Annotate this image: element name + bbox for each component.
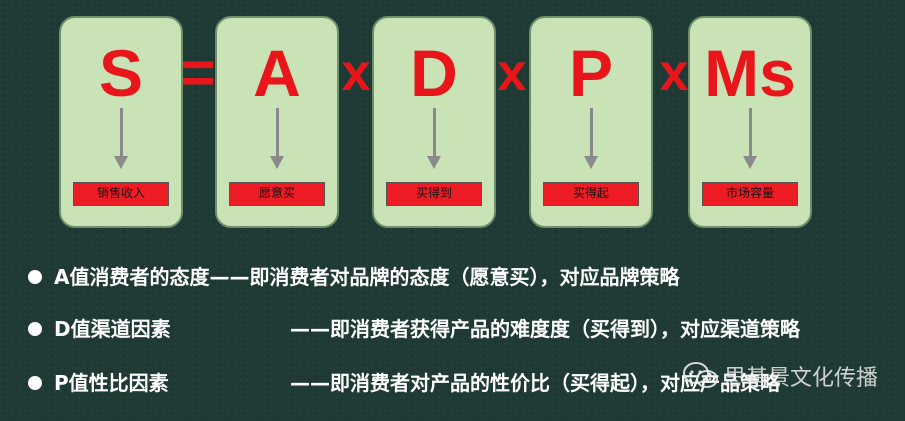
operator-multiply-3: x (659, 44, 689, 102)
arrow-head-ms (743, 156, 757, 169)
watermark: 思基景文化传播 (682, 356, 878, 396)
term-letter-ms: Ms (704, 36, 796, 110)
term-label-p: 买得起 (543, 182, 639, 206)
term-letter-d: D (410, 36, 458, 110)
bullet-dot-icon (28, 269, 42, 284)
bullet-d: D值渠道因素 ——即消费者获得产品的难度度（买得到），对应渠道策略 (28, 314, 898, 344)
term-label-d: 买得到 (386, 182, 482, 206)
arrow-head-s (114, 156, 128, 169)
bullet-label-d: D值渠道因素 (54, 317, 171, 341)
bullet-a: A值消费者的态度——即消费者对品牌的态度（愿意买），对应品牌策略 (28, 262, 898, 292)
term-label-ms: 市场容量 (702, 182, 798, 206)
term-label-a: 愿意买 (229, 182, 325, 206)
bullet-dot-icon (28, 375, 42, 390)
card-a: A 愿意买 (215, 16, 339, 228)
card-s: S 销售收入 (59, 16, 183, 228)
arrow-head-p (584, 156, 598, 169)
term-letter-a: A (253, 36, 301, 110)
arrow-head-a (270, 156, 284, 169)
bullet-label-p: P值性比因素 (54, 371, 169, 395)
down-arrow-a (275, 108, 279, 158)
card-d: D 买得到 (372, 16, 496, 228)
bullet-dot-icon (28, 321, 42, 336)
wechat-icon (683, 362, 718, 388)
bullet-label-a: A值消费者的态度 (54, 265, 210, 289)
term-label-s: 销售收入 (73, 182, 169, 206)
bullet-desc-a: ——即消费者对品牌的态度（愿意买），对应品牌策略 (209, 265, 680, 289)
watermark-text: 思基景文化传播 (724, 366, 879, 391)
term-letter-p: P (568, 36, 614, 110)
down-arrow-d (432, 108, 436, 158)
operator-multiply-2: x (497, 44, 527, 102)
down-arrow-ms (748, 108, 752, 158)
down-arrow-p (589, 108, 593, 158)
card-ms: Ms 市场容量 (688, 16, 812, 228)
term-letter-s: S (98, 36, 144, 110)
operator-multiply-1: x (341, 44, 371, 102)
bullet-desc-d: ——即消费者获得产品的难度度（买得到），对应渠道策略 (290, 317, 800, 341)
arrow-head-d (427, 156, 441, 169)
down-arrow-s (119, 108, 123, 158)
card-p: P 买得起 (529, 16, 653, 228)
operator-equals: = (180, 39, 216, 106)
